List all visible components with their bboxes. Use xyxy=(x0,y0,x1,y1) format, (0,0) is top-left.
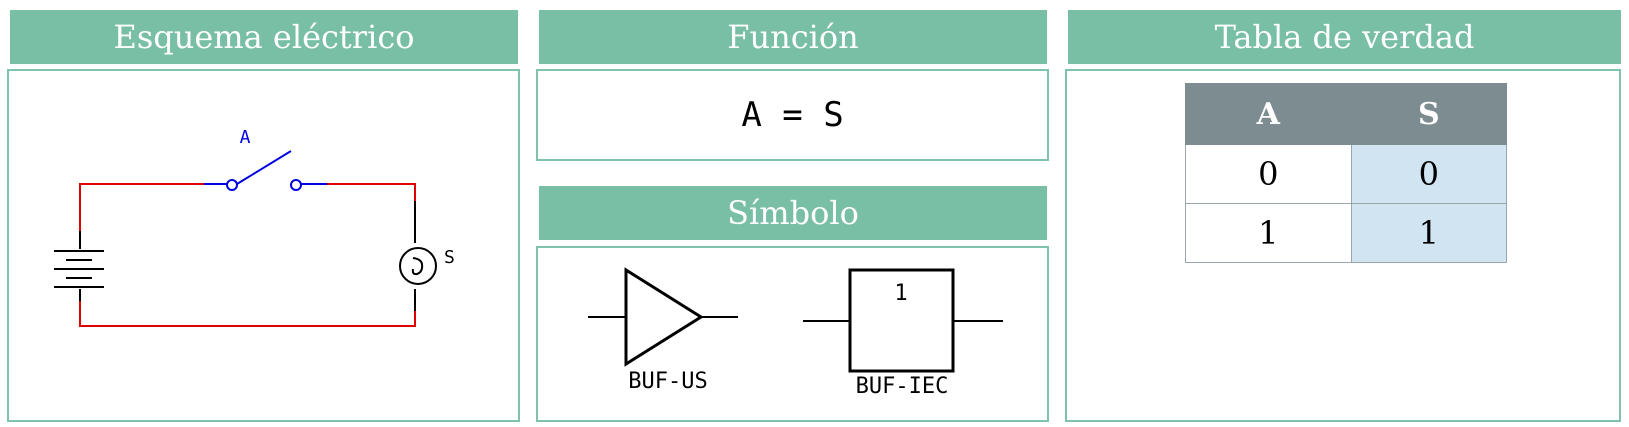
cell-output: 0 xyxy=(1350,144,1508,204)
truth-table-header: Tabla de verdad xyxy=(1068,10,1621,64)
schematic-panel: A S xyxy=(7,69,520,422)
column-header-a: A xyxy=(1185,83,1352,145)
function-panel: A = S xyxy=(536,69,1049,161)
circuit-wires xyxy=(79,183,416,327)
buf-us-symbol xyxy=(588,267,738,367)
wire-top-left xyxy=(79,183,212,231)
column-header-s: S xyxy=(1350,83,1508,145)
truth-table-header-title: Tabla de verdad xyxy=(1214,18,1475,56)
schematic-header: Esquema eléctrico xyxy=(10,10,518,64)
function-equation: A = S xyxy=(741,95,844,135)
symbols-diagram: BUF-US 1 BUF-IEC xyxy=(588,267,1003,399)
cell-input: 1 xyxy=(1185,203,1352,263)
lamp-icon xyxy=(399,247,437,285)
buf-iec-label: BUF-IEC xyxy=(856,374,949,399)
switch-label: A xyxy=(240,127,251,148)
buf-iec-box-text: 1 xyxy=(894,281,907,306)
table-row: 1 1 xyxy=(1185,203,1508,263)
function-header-title: Función xyxy=(727,18,859,56)
truth-table-panel: A S 0 0 1 1 xyxy=(1065,69,1621,422)
schematic-header-title: Esquema eléctrico xyxy=(113,18,415,56)
wire-bottom xyxy=(79,301,416,327)
table-row: 0 0 xyxy=(1185,144,1508,204)
cell-output: 1 xyxy=(1350,203,1508,263)
symbol-panel: BUF-US 1 BUF-IEC xyxy=(536,246,1049,422)
buf-us-label: BUF-US xyxy=(628,369,707,394)
battery-icon xyxy=(54,250,104,288)
circuit-diagram: A S xyxy=(54,127,455,327)
cell-input: 0 xyxy=(1185,144,1352,204)
lamp-label: S xyxy=(444,247,455,268)
symbol-header-title: Símbolo xyxy=(727,194,859,232)
truth-table-header-row: A S xyxy=(1185,83,1508,145)
wire-top-right xyxy=(325,183,416,201)
buf-iec-symbol xyxy=(803,268,1003,373)
switch-icon xyxy=(204,150,327,191)
function-header: Función xyxy=(539,10,1047,64)
truth-table: A S 0 0 1 1 xyxy=(1185,83,1508,263)
symbol-header: Símbolo xyxy=(539,186,1047,240)
black-wire-segments xyxy=(79,201,416,311)
